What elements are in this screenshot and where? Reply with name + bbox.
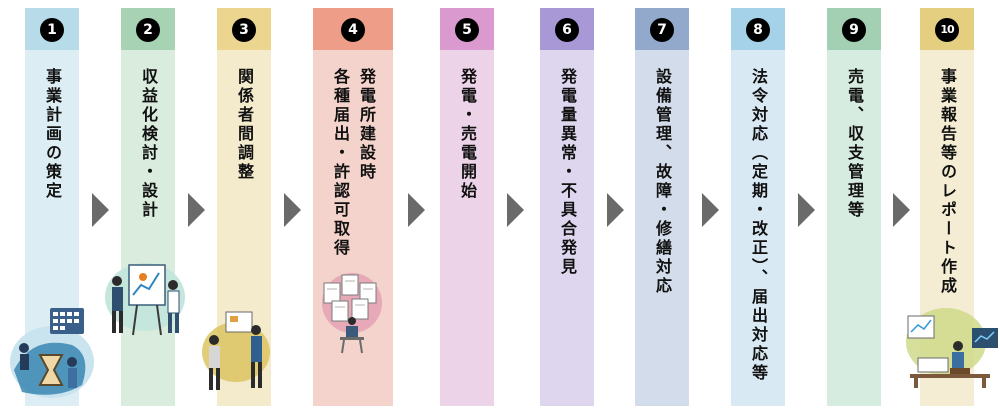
- step-number-badge: 10: [935, 18, 959, 42]
- step-number-badge: 1: [40, 18, 64, 42]
- report-illustration: [906, 308, 998, 388]
- step-label: 関係者間調整: [235, 68, 254, 182]
- step-label: 法令対応（定期・改正）、届出対応等: [749, 68, 768, 383]
- arrow-right-icon: [798, 193, 815, 227]
- step-8: 8 法令対応（定期・改正）、届出対応等: [731, 8, 785, 406]
- documents-illustration: [322, 273, 382, 354]
- step-number-badge: 9: [842, 18, 866, 42]
- step-6: 6 発電量異常・不具合発見: [540, 8, 594, 406]
- step-label: 売電、収支管理等: [845, 68, 864, 220]
- step-number-badge: 5: [455, 18, 479, 42]
- step-7: 7 設備管理、故障・修繕対応: [635, 8, 689, 406]
- arrow-right-icon: [607, 193, 624, 227]
- planning-illustration: [10, 308, 94, 398]
- arrow-right-icon: [893, 193, 910, 227]
- arrow-right-icon: [507, 193, 524, 227]
- step-label: 事業報告等のレポート作成: [938, 68, 957, 296]
- step-label: 発電量異常・不具合発見: [558, 68, 577, 277]
- arrow-right-icon: [284, 193, 301, 227]
- step-number-badge: 7: [650, 18, 674, 42]
- step-number-badge: 8: [746, 18, 770, 42]
- presentation-illustration: [105, 263, 185, 336]
- arrow-right-icon: [702, 193, 719, 227]
- step-label: 発電・売電開始: [458, 68, 477, 201]
- arrow-right-icon: [92, 193, 109, 227]
- step-5: 5 発電・売電開始: [440, 8, 494, 406]
- step-number-badge: 2: [136, 18, 160, 42]
- step-label: 設備管理、故障・修繕対応: [653, 68, 672, 296]
- step-label: 収益化検討・設計: [139, 68, 158, 220]
- step-label: 事業計画の策定: [43, 68, 62, 201]
- meeting-illustration: [202, 311, 270, 390]
- step-label-line-1: 発電所建設時: [357, 68, 376, 182]
- step-9: 9 売電、収支管理等: [827, 8, 881, 406]
- step-number-badge: 6: [555, 18, 579, 42]
- step-label-line-2: 各種届出・許認可取得: [331, 68, 350, 258]
- step-number-badge: 4: [341, 18, 365, 42]
- step-2: 2 収益化検討・設計: [121, 8, 175, 406]
- step-number-badge: 3: [232, 18, 256, 42]
- arrow-right-icon: [408, 193, 425, 227]
- arrow-right-icon: [188, 193, 205, 227]
